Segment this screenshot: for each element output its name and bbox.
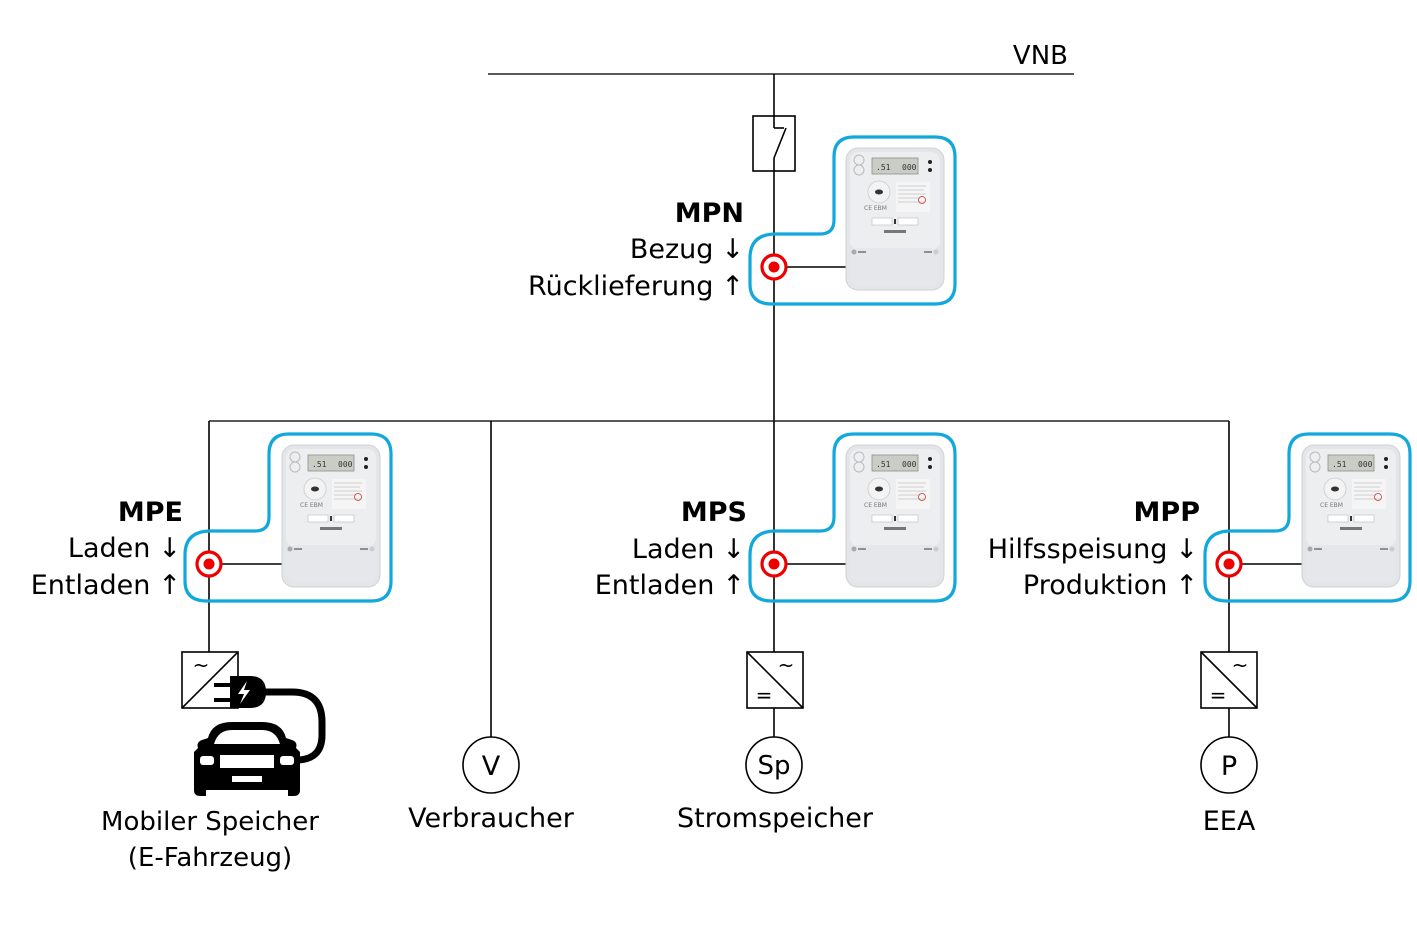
storage-symbol-circle — [745, 736, 803, 794]
consumer-label: Verbraucher — [408, 803, 575, 834]
dc-symbol: = — [1210, 683, 1227, 707]
svg-text:Entladen↑: Entladen↑ — [31, 570, 181, 601]
electricity-meter-icon — [1301, 444, 1401, 588]
consumer-symbol: V — [482, 751, 501, 782]
meter-group-mps[interactable]: MPS Laden ↓ Entladen↑ — [595, 432, 957, 603]
dc-ac-inverter-icon: ~ = — [746, 651, 804, 709]
arrow-up-icon: ↑ — [721, 271, 744, 302]
meter-outline — [748, 135, 957, 306]
meter-outline — [748, 432, 957, 603]
ev-label-line2: (E-Fahrzeug) — [128, 843, 292, 873]
svg-text:Rücklieferung↑: Rücklieferung ↑ — [528, 271, 744, 302]
up-label: Produktion — [1023, 570, 1167, 601]
generator-branch: ~ = P EEA — [1200, 651, 1258, 837]
measurement-point-dot — [203, 558, 215, 570]
ev-label-line1: Mobiler Speicher — [101, 807, 319, 837]
down-label: Laden — [68, 533, 150, 564]
meter-outline — [183, 432, 393, 603]
measurement-point-dot — [1223, 558, 1235, 570]
meter-outline — [1203, 432, 1412, 603]
storage-label: Stromspeicher — [677, 803, 874, 834]
consumer-branch: V Verbraucher — [408, 736, 575, 834]
arrow-down-icon: ↓ — [722, 534, 745, 565]
up-label: Rücklieferung — [528, 271, 713, 302]
down-label: Hilfsspeisung — [988, 534, 1168, 565]
storage-symbol: Sp — [757, 751, 790, 781]
generator-symbol: P — [1221, 751, 1237, 782]
ac-symbol: ~ — [1232, 653, 1249, 677]
meter-group-mpp[interactable]: MPP Hilfsspeisung↓ Produktion ↑ — [988, 432, 1412, 603]
meter-direction-labels: Bezug↓ — [630, 234, 744, 265]
ac-symbol: ~ — [778, 653, 795, 677]
ac-symbol: ~ — [193, 653, 210, 677]
dc-ac-inverter-icon: ~ = — [1200, 651, 1258, 709]
arrow-up-icon: ↑ — [158, 570, 181, 601]
electricity-meter-icon — [845, 147, 945, 291]
meter-name: MPS — [681, 497, 747, 528]
arrow-down-icon: ↓ — [158, 533, 181, 564]
svg-text:Produktion↑: Produktion ↑ — [1023, 570, 1198, 601]
svg-text:Laden↓: Laden ↓ — [68, 533, 181, 564]
grid-label: VNB — [1013, 41, 1068, 71]
arrow-down-icon: ↓ — [721, 234, 744, 265]
electricity-meter-icon — [845, 444, 945, 588]
electric-car-plug-icon — [194, 676, 326, 796]
meter-name: MPP — [1134, 497, 1200, 528]
dc-symbol: = — [756, 683, 773, 707]
ev-branch: ~ Mobiler Speicher (E-Fahrzeug) — [101, 651, 326, 873]
measurement-point-dot — [768, 261, 780, 273]
disconnect-switch-icon — [752, 115, 796, 172]
meter-name: MPE — [118, 497, 183, 528]
consumer-symbol-circle — [462, 736, 520, 794]
meter-group-mpn[interactable]: MPN Bezug↓ Rücklieferung ↑ — [528, 135, 957, 306]
meter-name: MPN — [675, 198, 744, 229]
down-label: Laden — [632, 534, 714, 565]
arrow-up-icon: ↑ — [1175, 570, 1198, 601]
measurement-point-dot — [768, 558, 780, 570]
electricity-meter-icon — [281, 444, 381, 588]
up-label: Entladen — [595, 570, 715, 601]
generator-label: EEA — [1203, 806, 1256, 837]
generator-symbol-circle — [1200, 736, 1258, 794]
storage-branch: ~ = Sp Stromspeicher — [677, 651, 874, 834]
arrow-down-icon: ↓ — [1175, 534, 1198, 565]
down-label: Bezug — [630, 234, 714, 265]
up-label: Entladen — [31, 570, 151, 601]
svg-text:Hilfsspeisung↓: Hilfsspeisung↓ — [988, 534, 1198, 565]
svg-text:Entladen↑: Entladen↑ — [595, 570, 745, 601]
svg-text:Laden↓: Laden ↓ — [632, 534, 745, 565]
arrow-up-icon: ↑ — [722, 570, 745, 601]
meter-group-mpe[interactable]: MPE Laden ↓ Entladen↑ — [31, 432, 393, 603]
